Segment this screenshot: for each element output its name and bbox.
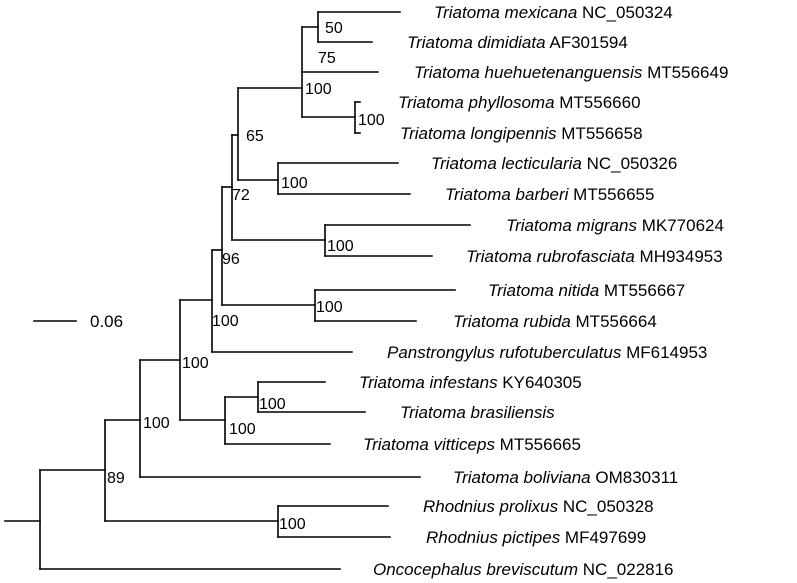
taxon-label: Panstrongylus rufotuberculatus MF614953 xyxy=(387,343,707,362)
accession-number: NC_050324 xyxy=(577,3,672,22)
taxon-label: Oncocephalus breviscutum NC_022816 xyxy=(373,560,674,579)
support-value: 100 xyxy=(305,81,332,98)
species-name: Triatoma migrans xyxy=(506,216,637,235)
species-name: Triatoma dimidiata xyxy=(407,33,546,52)
accession-number: MT556649 xyxy=(642,63,728,82)
support-value: 100 xyxy=(279,516,306,533)
taxon-label: Triatoma brasiliensis xyxy=(400,403,555,422)
species-name: Triatoma longipennis xyxy=(400,124,557,143)
accession-number: MT556667 xyxy=(599,281,685,300)
support-value: 72 xyxy=(232,187,250,204)
species-name: Triatoma huehuetenanguensis xyxy=(414,63,643,82)
taxon-label: Triatoma nitida MT556667 xyxy=(488,281,685,300)
taxon-label: Rhodnius prolixus NC_050328 xyxy=(423,497,654,516)
accession-number: KY640305 xyxy=(498,373,582,392)
accession-number: MT556660 xyxy=(555,93,641,112)
taxon-label: Triatoma mexicana NC_050324 xyxy=(434,3,673,22)
taxon-label: Triatoma lecticularia NC_050326 xyxy=(431,154,677,173)
taxon-label: Rhodnius pictipes MF497699 xyxy=(426,528,646,547)
accession-number: AF301594 xyxy=(546,33,628,52)
taxon-label: Triatoma barberi MT556655 xyxy=(445,185,654,204)
scale-bar: 0.06 xyxy=(33,312,123,331)
species-name: Triatoma nitida xyxy=(488,281,599,300)
taxon-label: Triatoma vitticeps MT556665 xyxy=(363,435,581,454)
taxon-label: Triatoma infestans KY640305 xyxy=(359,373,582,392)
species-name: Panstrongylus rufotuberculatus xyxy=(387,343,622,362)
accession-number: MT556658 xyxy=(557,124,643,143)
accession-number: MT556664 xyxy=(571,312,657,331)
accession-number: MT556655 xyxy=(568,185,654,204)
species-name: Triatoma mexicana xyxy=(434,3,577,22)
support-value: 100 xyxy=(316,299,343,316)
accession-number: MF614953 xyxy=(621,343,707,362)
taxon-label: Triatoma phyllosoma MT556660 xyxy=(398,93,641,112)
scale-bar-label: 0.06 xyxy=(90,312,123,331)
species-name: Triatoma rubida xyxy=(453,312,571,331)
taxon-label: Triatoma boliviana OM830311 xyxy=(453,468,678,487)
support-value: 50 xyxy=(325,20,343,37)
accession-number: MT556665 xyxy=(495,435,581,454)
species-name: Rhodnius prolixus xyxy=(423,497,559,516)
accession-number: NC_050326 xyxy=(582,154,677,173)
support-value: 100 xyxy=(143,415,170,432)
species-name: Rhodnius pictipes xyxy=(426,528,561,547)
taxon-label: Triatoma longipennis MT556658 xyxy=(400,124,643,143)
support-values: 5075100100651007210096100100100100100100… xyxy=(107,20,385,533)
species-name: Oncocephalus breviscutum xyxy=(373,560,578,579)
accession-number: MH934953 xyxy=(635,247,723,266)
support-value: 100 xyxy=(212,313,239,330)
accession-number: MF497699 xyxy=(560,528,646,547)
support-value: 100 xyxy=(281,175,308,192)
support-value: 100 xyxy=(259,396,286,413)
tree-branches xyxy=(4,11,471,570)
accession-number: OM830311 xyxy=(591,468,679,487)
support-value: 89 xyxy=(107,470,125,487)
species-name: Triatoma rubrofasciata xyxy=(466,247,635,266)
support-value: 100 xyxy=(358,112,385,129)
taxon-label: Triatoma huehuetenanguensis MT556649 xyxy=(414,63,728,82)
support-value: 100 xyxy=(229,421,256,438)
species-name: Triatoma infestans xyxy=(359,373,498,392)
species-name: Triatoma barberi xyxy=(445,185,570,204)
species-name: Triatoma vitticeps xyxy=(363,435,495,454)
support-value: 100 xyxy=(182,355,209,372)
support-value: 100 xyxy=(327,238,354,255)
taxon-label: Triatoma rubrofasciata MH934953 xyxy=(466,247,723,266)
accession-number: MK770624 xyxy=(637,216,724,235)
species-name: Triatoma phyllosoma xyxy=(398,93,555,112)
species-name: Triatoma lecticularia xyxy=(431,154,582,173)
species-name: Triatoma brasiliensis xyxy=(400,403,555,422)
accession-number: NC_050328 xyxy=(558,497,653,516)
accession-number: NC_022816 xyxy=(578,560,673,579)
taxon-label: Triatoma rubida MT556664 xyxy=(453,312,657,331)
support-value: 65 xyxy=(246,128,264,145)
support-value: 75 xyxy=(318,50,336,67)
taxon-label: Triatoma dimidiata AF301594 xyxy=(407,33,628,52)
support-value: 96 xyxy=(222,251,240,268)
species-name: Triatoma boliviana xyxy=(453,468,591,487)
taxon-label: Triatoma migrans MK770624 xyxy=(506,216,724,235)
